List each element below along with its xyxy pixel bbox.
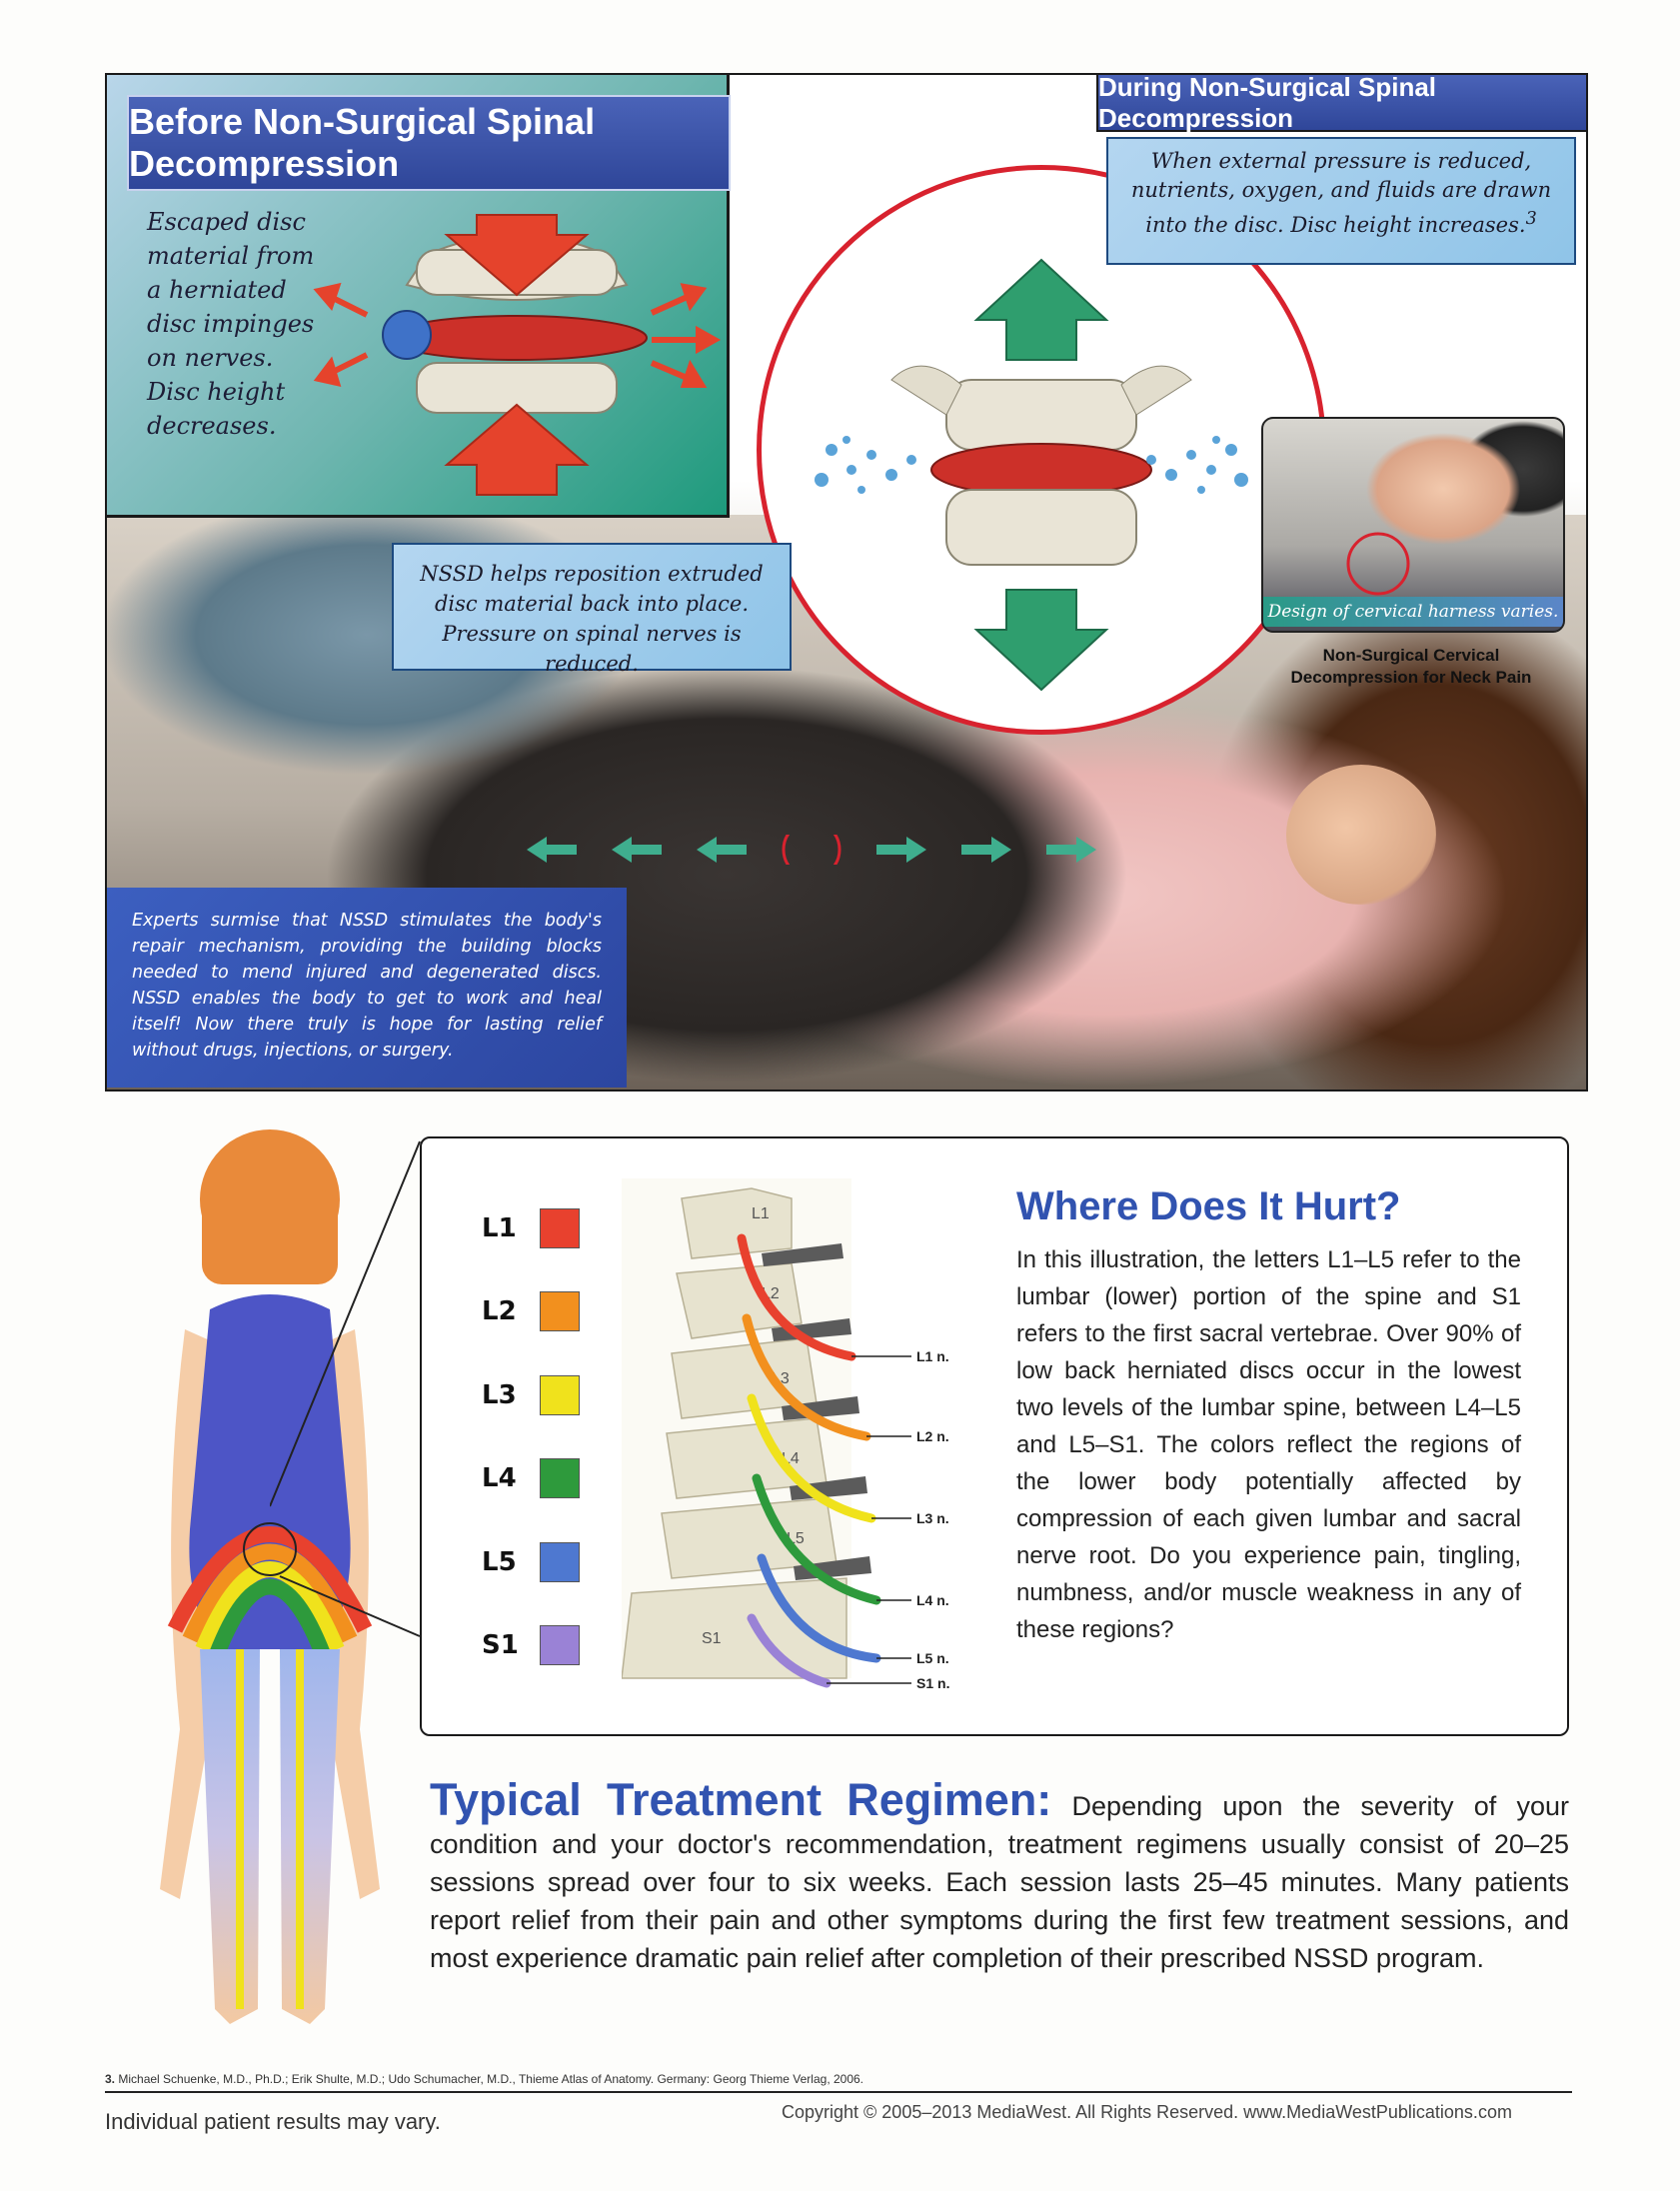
treatment-text: Depending upon the severity of your cond… xyxy=(430,1791,1569,1973)
where-does-it-hurt-box: L1 L2 L3 L4 L5 S1 xyxy=(420,1136,1569,1736)
footnote-number: 3. xyxy=(105,2072,116,2086)
before-caption: Escaped disc material from a herniated d… xyxy=(147,208,315,440)
vertebra-label-l1: L1 xyxy=(752,1205,770,1222)
legend-swatch xyxy=(540,1542,580,1582)
legend-label: L3 xyxy=(482,1380,517,1410)
before-panel: Before Non-Surgical Spinal Decompression… xyxy=(107,75,731,518)
legend-item-l2: L2 xyxy=(482,1291,580,1331)
highlight-circle xyxy=(1346,532,1410,596)
nerve-label-l5: L5 n. xyxy=(916,1650,949,1666)
during-title: During Non-Surgical Spinal Decompression xyxy=(1096,75,1586,133)
cervical-decompression-photo: Design of cervical harness varies. xyxy=(1261,417,1565,633)
body-silhouette-illustration xyxy=(160,1129,380,2024)
lumbar-spine-diagram: L1 L2 L3 L4 L5 S1 L1 n. L2 n. xyxy=(622,1178,949,1691)
legend-swatch xyxy=(540,1291,580,1331)
cervical-label: Non-Surgical Cervical Decompression for … xyxy=(1290,646,1532,687)
legend-swatch xyxy=(540,1458,580,1498)
footnote-marker: 3 xyxy=(1525,209,1537,229)
copyright: Copyright © 2005–2013 MediaWest. All Rig… xyxy=(782,2102,1512,2122)
legend-label: L1 xyxy=(482,1213,517,1243)
during-caption: When external pressure is reduced, nutri… xyxy=(1130,149,1552,237)
during-caption-box: When external pressure is reduced, nutri… xyxy=(1106,137,1576,265)
nerve-label-l3: L3 n. xyxy=(916,1510,949,1526)
experts-caption: Experts surmise that NSSD stimulates the… xyxy=(107,888,627,1088)
vertebra-label-s1: S1 xyxy=(702,1630,722,1647)
footnote-text: Michael Schuenke, M.D., Ph.D.; Erik Shul… xyxy=(118,2072,864,2086)
legend-swatch xyxy=(540,1625,580,1665)
disclaimer: Individual patient results may vary. xyxy=(105,2109,441,2134)
nerve-label-l2: L2 n. xyxy=(916,1428,949,1444)
hurt-body-text: In this illustration, the letters L1–L5 … xyxy=(1016,1246,1521,1643)
legend-label: S1 xyxy=(482,1630,519,1660)
cervical-photo-caption: Design of cervical harness varies. xyxy=(1263,597,1563,627)
legend-item-l3: L3 xyxy=(482,1375,580,1415)
legend-swatch xyxy=(540,1375,580,1415)
footer-divider xyxy=(105,2091,1572,2093)
reposition-caption: NSSD helps reposition extruded disc mate… xyxy=(392,543,792,676)
nerve-label-s1: S1 n. xyxy=(916,1675,949,1691)
patient-face xyxy=(1286,765,1436,905)
legend-item-l4: L4 xyxy=(482,1458,580,1498)
footnote: 3. Michael Schuenke, M.D., Ph.D.; Erik S… xyxy=(105,2072,863,2086)
legend-label: L4 xyxy=(482,1463,517,1493)
legend-swatch xyxy=(540,1208,580,1248)
traction-arrows xyxy=(527,835,1096,865)
decompressed-disc-illustration xyxy=(815,258,1248,692)
legend-item-l1: L1 xyxy=(482,1208,580,1248)
nerve-label-l1: L1 n. xyxy=(916,1348,949,1364)
legend-label: L2 xyxy=(482,1296,517,1326)
treatment-title: Typical Treatment Regimen: xyxy=(430,1774,1052,1825)
herniated-disc-illustration xyxy=(313,214,722,496)
legend-label: L5 xyxy=(482,1547,517,1577)
hurt-title: Where Does It Hurt? xyxy=(1016,1184,1401,1228)
decompression-illustration-panel: Before Non-Surgical Spinal Decompression… xyxy=(105,73,1588,1092)
legend-item-s1: S1 xyxy=(482,1625,580,1665)
callout-lines xyxy=(270,1140,421,1637)
nerve-label-l4: L4 n. xyxy=(916,1592,949,1608)
before-title: Before Non-Surgical Spinal Decompression xyxy=(127,95,731,191)
treatment-paragraph: Typical Treatment Regimen: Depending upo… xyxy=(430,1777,1569,1977)
legend-item-l5: L5 xyxy=(482,1542,580,1582)
